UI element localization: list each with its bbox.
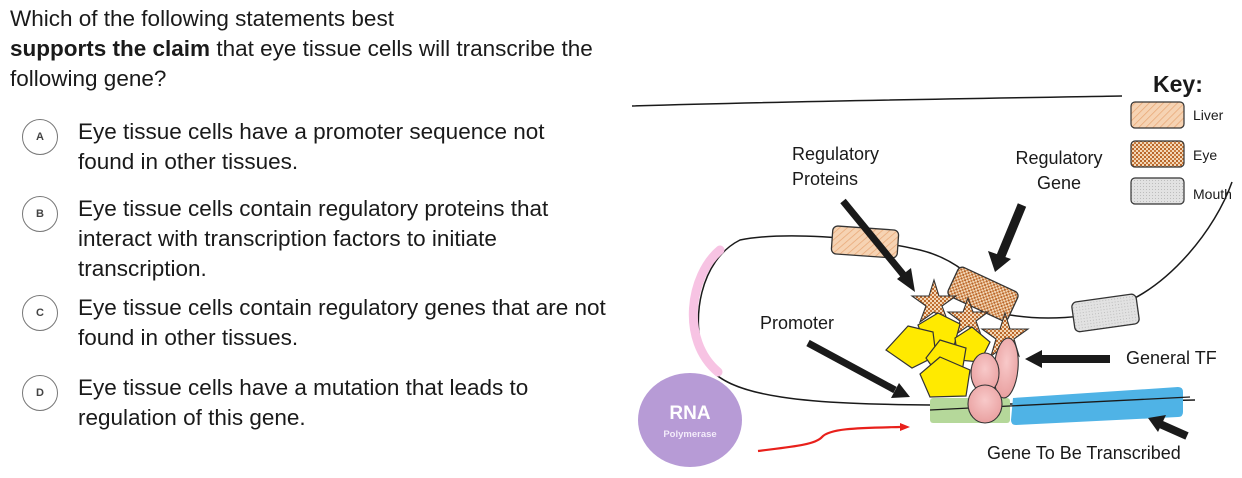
arrow-regulatory-proteins-head [897, 268, 915, 292]
key-swatch-mouth [1130, 177, 1185, 205]
general-tf-complex [967, 337, 1019, 424]
key-label-liver: Liver [1193, 107, 1224, 123]
arrow-general-tf-head [1025, 350, 1042, 368]
key-swatch-liver [1130, 101, 1185, 129]
option-a[interactable]: A Eye tissue cells have a promoter seque… [22, 117, 622, 177]
option-d[interactable]: D Eye tissue cells have a mutation that … [22, 373, 622, 433]
option-d-text: Eye tissue cells have a mutation that le… [78, 375, 529, 430]
dna-strand-top [631, 95, 1123, 107]
option-b-text: Eye tissue cells contain regulatory prot… [78, 196, 549, 281]
option-c-text: Eye tissue cells contain regulatory gene… [78, 295, 606, 350]
rna-polymerase-label: RNA [669, 403, 710, 424]
arrow-general-tf-shaft [1038, 355, 1110, 363]
arrow-regulatory-gene-shaft [996, 203, 1027, 258]
option-b[interactable]: B Eye tissue cells contain regulatory pr… [22, 194, 622, 284]
arrow-regulatory-gene-head [988, 251, 1011, 272]
label-regulatory-gene-1: Regulatory [1015, 148, 1102, 168]
key-title: Key: [1153, 71, 1203, 97]
mouth-gene-block [1071, 293, 1140, 333]
option-c[interactable]: C Eye tissue cells contain regulatory ge… [22, 293, 622, 353]
key-label-mouth: Mouth [1193, 186, 1232, 202]
option-b-badge[interactable]: B [22, 196, 58, 232]
arrow-promoter-head [891, 383, 910, 398]
general-tf-oval-3 [967, 384, 1003, 424]
question-suffix: that eye tissue cells will transcribe th… [10, 36, 593, 91]
red-arrow [757, 425, 901, 453]
arrow-regulatory-proteins-shaft [840, 198, 909, 281]
pentagon-3 [885, 325, 937, 369]
rna-polymerase-sublabel: Polymerase [663, 429, 716, 440]
question-bold: supports the claim [10, 36, 211, 61]
gene-region [1011, 387, 1183, 425]
arrow-promoter-shaft [806, 339, 897, 394]
key-legend: Key: Liver Eye Mouth [1130, 71, 1232, 205]
option-d-badge[interactable]: D [22, 375, 58, 411]
option-a-text: Eye tissue cells have a promoter sequenc… [78, 119, 545, 174]
option-c-badge[interactable]: C [22, 295, 58, 331]
activator-pentagons [885, 312, 991, 398]
pentagon-5 [919, 356, 971, 398]
label-gene-to-be-transcribed: Gene To Be Transcribed [987, 443, 1181, 463]
option-a-badge[interactable]: A [22, 119, 58, 155]
label-promoter: Promoter [760, 313, 834, 333]
arrow-gene-head [1148, 415, 1166, 432]
star-2 [946, 296, 990, 337]
label-regulatory-proteins-1: Regulatory [792, 144, 879, 164]
pointer-arrows [806, 198, 1189, 440]
label-general-tf: General TF [1126, 348, 1217, 368]
red-arrow-head [900, 423, 910, 431]
rna-polymerase [638, 373, 742, 467]
key-label-eye: Eye [1193, 147, 1217, 163]
question-text: Which of the following statements best s… [10, 4, 610, 94]
arrow-gene-shaft [1158, 420, 1189, 440]
key-swatch-eye [1130, 140, 1185, 168]
question-prefix: Which of the following statements best [10, 6, 394, 31]
eye-regulatory-gene-block [947, 266, 1019, 322]
star-1 [910, 278, 958, 324]
label-regulatory-proteins-2: Proteins [792, 169, 858, 189]
label-regulatory-gene-2: Gene [1037, 173, 1081, 193]
pink-arc [688, 245, 725, 377]
